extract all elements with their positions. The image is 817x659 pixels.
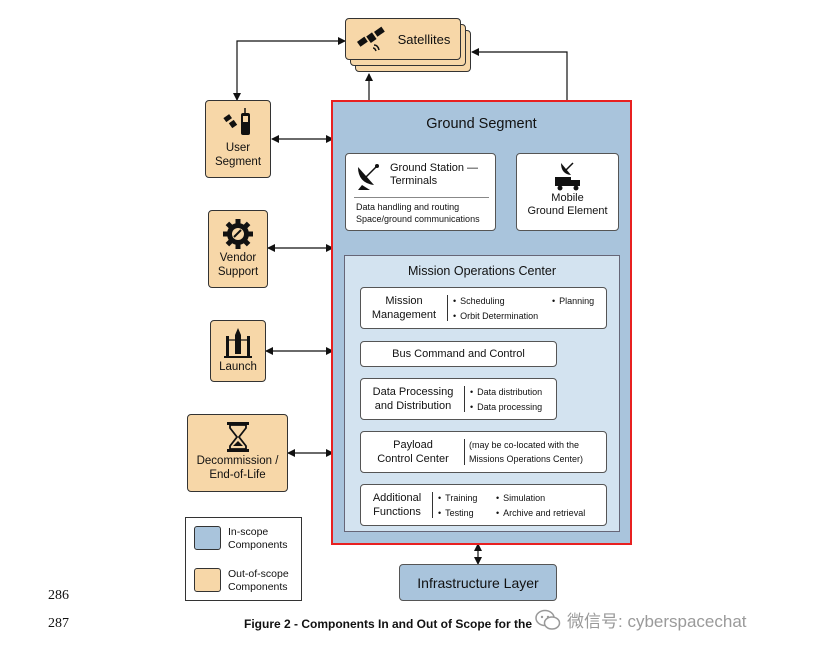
bus-command-label: Bus Command and Control — [392, 348, 525, 360]
mission-management-box: Mission Management Scheduling Planning O… — [360, 287, 607, 329]
launch-label: Launch — [219, 361, 257, 373]
satellite-dish-icon — [358, 164, 379, 190]
user-segment-label: User Segment — [214, 142, 262, 168]
additional-functions-label: Additional Functions — [372, 492, 422, 518]
figure-caption: Figure 2 - Components In and Out of Scop… — [244, 617, 532, 631]
watermark-text: 微信号: cyberspacechat — [567, 612, 747, 631]
wechat-icon — [535, 609, 561, 630]
legend: In-scope Components Out-of-scope Compone… — [185, 517, 302, 601]
launch-box: Launch — [210, 320, 266, 382]
ground-station-divider — [354, 197, 489, 198]
moc-title: Mission Operations Center — [408, 264, 556, 278]
bullet-scheduling: Scheduling — [453, 294, 505, 308]
mission-management-label: Mission Management — [371, 295, 437, 321]
satellites-label: Satellites — [397, 31, 451, 47]
hourglass-icon — [226, 422, 249, 452]
ground-station-title: Ground Station — Terminals — [390, 162, 479, 187]
bullet-training: Training — [438, 491, 477, 505]
additional-functions-divider — [432, 492, 433, 518]
watermark: 微信号: cyberspacechat — [535, 607, 747, 632]
ground-segment-title: Ground Segment — [426, 116, 537, 132]
infrastructure-layer-box: Infrastructure Layer — [399, 564, 557, 601]
bullet-archive-retrieval: Archive and retrieval — [496, 506, 585, 520]
mission-management-divider — [447, 295, 448, 321]
infrastructure-layer-label: Infrastructure Layer — [417, 574, 539, 591]
bus-command-box: Bus Command and Control — [360, 341, 557, 367]
decommission-label: Decommission / End-of-Life — [196, 455, 279, 481]
line-number-287: 287 — [48, 616, 69, 631]
bullet-planning: Planning — [552, 294, 594, 308]
vendor-support-label: Vendor Support — [217, 252, 259, 278]
mobile-antenna-truck-icon — [554, 162, 580, 191]
payload-control-box: Payload Control Center (may be co-locate… — [360, 431, 607, 473]
arrow-satellites-user — [233, 37, 346, 101]
bullet-data-distribution: Data distribution — [470, 385, 542, 399]
bullet-data-processing: Data processing — [470, 400, 542, 414]
legend-swatch-out-scope — [194, 568, 221, 592]
rocket-launch-icon — [224, 328, 252, 358]
ground-station-box: Ground Station — Terminals Data handling… — [345, 153, 496, 231]
payload-control-note: (may be co-located with the Missions Ope… — [469, 440, 584, 464]
mobile-ground-box: Mobile Ground Element — [516, 153, 619, 231]
line-number-286: 286 — [48, 588, 69, 603]
data-processing-divider — [464, 386, 465, 412]
legend-swatch-in-scope — [194, 526, 221, 550]
bullet-testing: Testing — [438, 506, 474, 520]
payload-control-label: Payload Control Center — [377, 439, 449, 465]
payload-control-divider — [464, 439, 465, 465]
ground-station-desc: Data handling and routing Space/ground c… — [356, 202, 480, 224]
vendor-support-box: Vendor Support — [208, 210, 268, 288]
gear-icon — [223, 219, 253, 249]
legend-label-in-scope: In-scope Components — [228, 526, 288, 551]
data-processing-label: Data Processing and Distribution — [372, 386, 454, 412]
data-processing-box: Data Processing and Distribution Data di… — [360, 378, 557, 420]
additional-functions-box: Additional Functions Training Simulation… — [360, 484, 607, 526]
bullet-orbit-determination: Orbit Determination — [453, 309, 538, 323]
user-device-icon — [223, 108, 250, 135]
bullet-simulation: Simulation — [496, 491, 545, 505]
satellite-icon — [356, 26, 385, 52]
user-segment-box: User Segment — [205, 100, 271, 178]
decommission-box: Decommission / End-of-Life — [187, 414, 288, 492]
satellites-box: Satellites — [345, 18, 461, 60]
mobile-ground-label: Mobile Ground Element — [527, 192, 608, 217]
legend-label-out-scope: Out-of-scope Components — [228, 568, 289, 593]
